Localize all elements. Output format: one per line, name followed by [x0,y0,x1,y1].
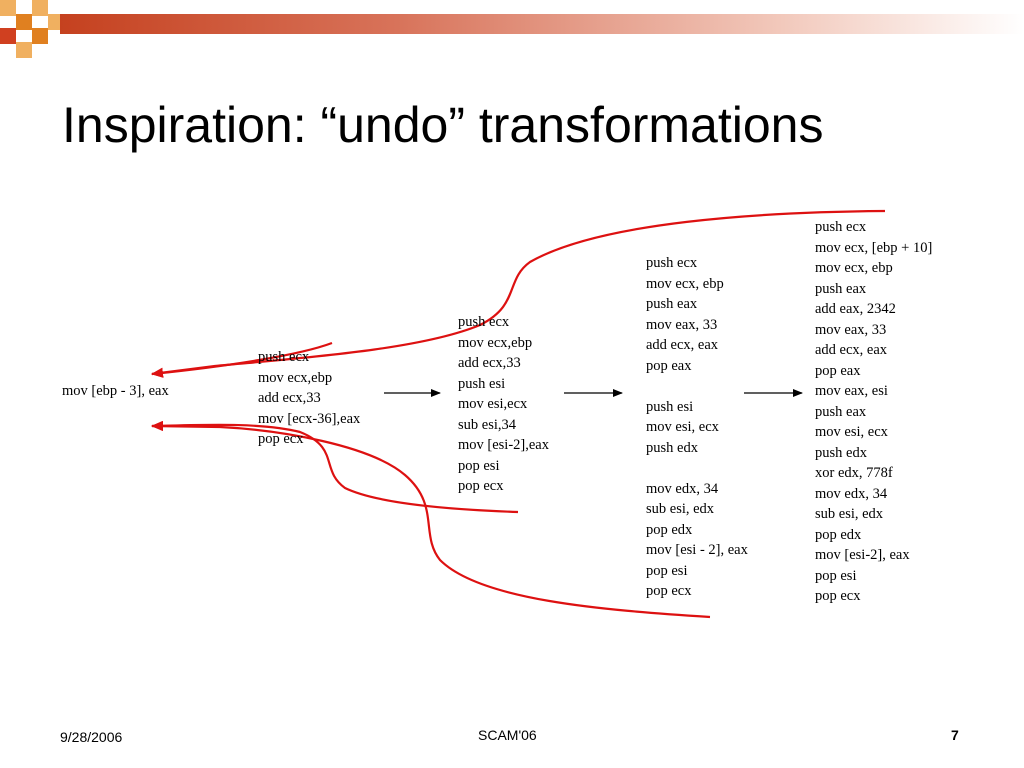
code-gap [646,376,748,397]
code-line: mov ecx, ebp [646,275,724,292]
deco-square [0,0,16,16]
code-line: push esi [458,375,506,392]
code-line: mov ecx, ebp [815,260,893,276]
code-line: push edx [646,439,698,456]
code-line: sub esi,34 [458,416,516,433]
code-line: pop esi [646,562,688,579]
page-number: 7 [951,727,959,743]
code-line: pop edx [646,521,693,538]
code-line: push esi [646,398,694,415]
code-line: mov esi,ecx [458,396,528,412]
code-block-3: push ecx mov ecx, ebp push eax mov eax, 33 a… [646,253,748,602]
code-line: mov ecx,ebp [258,369,333,386]
code-line: add ecx, eax [815,342,888,358]
code-block-2: push ecx mov ecx,ebp add ecx,33 push esi mov… [458,312,549,497]
undo-arrow-4 [151,421,711,619]
code-line: mov [esi-2],eax [458,437,549,453]
code-line: push edx [815,444,867,461]
code-line: mov edx, 34 [815,485,888,502]
undo-arrow-3 [151,420,519,514]
code-line: pop esi [815,567,857,584]
code-line: push eax [815,280,867,297]
code-line: mov eax, esi [815,383,888,399]
code-line: mov eax, 33 [646,316,718,333]
code-block-4: push ecx mov ecx, [ebp + 10] mov ecx, ebp p… [815,217,932,607]
code-line: mov ecx, [ebp + 10] [815,239,933,256]
deco-square [32,28,48,44]
code-line: push ecx [458,314,510,330]
code-line: add ecx,33 [458,355,521,371]
decorative-squares [0,0,80,62]
code-line: sub esi, edx [646,501,715,517]
code-line: mov esi, ecx [815,424,888,440]
code-line: pop ecx [815,588,861,604]
code-line: mov edx, 34 [646,480,719,497]
code-line: pop eax [646,357,692,374]
deco-square [32,0,48,16]
code-line: push eax [646,296,698,312]
slide-title: Inspiration: “undo” transformations [62,97,824,153]
code-line: push ecx [815,219,867,235]
code-line: push eax [815,403,867,420]
code-line: push ecx [646,255,698,271]
footer-conference: SCAM'06 [478,727,537,743]
code-line: pop eax [815,362,861,379]
code-line: xor edx, 778f [815,465,893,481]
code-line: mov esi, ecx [646,419,719,435]
deco-square [16,42,32,58]
code-line: add ecx, eax [646,337,719,353]
code-line: pop ecx [258,431,304,447]
code-line: pop ecx [458,478,504,494]
code-line: mov [ecx-36],eax [258,410,361,427]
code-line: mov eax, 33 [815,321,887,338]
code-line: mov ecx,ebp [458,334,533,351]
code-line: pop esi [458,457,500,474]
header-gradient-bar [60,14,1024,34]
code-line: mov [esi-2], eax [815,547,910,563]
deco-square [0,28,16,44]
code-line: add eax, 2342 [815,301,896,317]
code-line: pop ecx [646,583,692,599]
code-line: sub esi, edx [815,506,884,522]
code-line: push ecx [258,349,310,365]
deco-square [16,14,32,30]
code-line: pop edx [815,526,862,543]
original-instruction: mov [ebp - 3], eax [62,383,169,399]
code-gap [646,458,748,479]
code-block-1: push ecx mov ecx,ebp add ecx,33 mov [ecx-36… [258,347,360,450]
undo-arrow-2 [151,209,886,378]
code-line: mov [esi - 2], eax [646,542,748,558]
code-line: add ecx,33 [258,390,321,406]
footer-date: 9/28/2006 [60,729,123,745]
